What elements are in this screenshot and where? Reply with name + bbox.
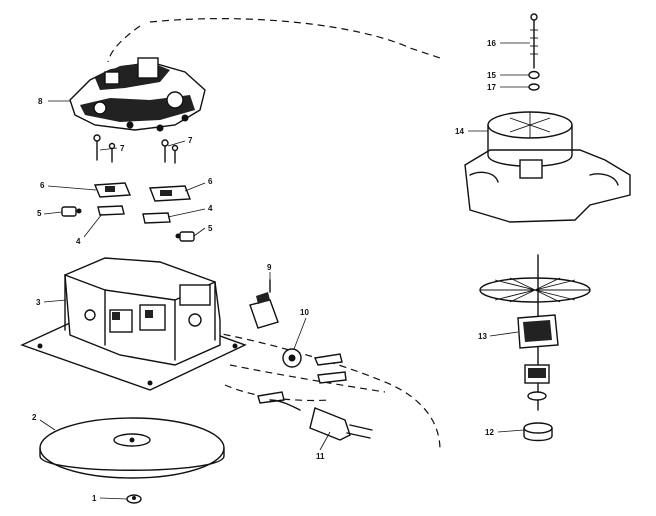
cord-dash-line	[199, 329, 441, 451]
callout-11: 11	[316, 452, 325, 461]
part-5-clip-left	[61, 206, 82, 217]
callout-4a: 4	[76, 237, 81, 246]
callout-9: 9	[267, 263, 272, 272]
callout-7a: 7	[120, 144, 125, 153]
callout-12: 12	[485, 428, 494, 437]
assembly-dash-line	[149, 17, 441, 59]
part-7-screw-right	[161, 139, 179, 164]
part-14-motor-housing	[464, 111, 631, 223]
part-15-nut	[528, 70, 540, 80]
callout-6a: 6	[40, 181, 45, 190]
part-4-pad-right	[142, 212, 171, 224]
callout-14: 14	[455, 127, 464, 136]
part-11-plug	[269, 399, 373, 441]
callout-10: 10	[300, 308, 309, 317]
part-12-bearing	[523, 422, 553, 442]
callout-6b: 6	[208, 177, 213, 186]
part-8-gear-mechanism	[69, 57, 206, 132]
callout-4b: 4	[208, 204, 213, 213]
callout-2: 2	[32, 413, 37, 422]
part-2-disc	[39, 417, 225, 479]
callout-5a: 5	[37, 209, 42, 218]
part-4-pad-left	[97, 205, 125, 216]
callout-16: 16	[487, 39, 496, 48]
part-10-connector	[282, 348, 302, 368]
callout-labels: 1 2 3 4 4 5 5 6 6 7 7 8 9 10 11 12 13 14…	[32, 39, 496, 503]
callout-1: 1	[92, 494, 97, 503]
callout-3: 3	[36, 298, 41, 307]
callout-13: 13	[478, 332, 487, 341]
callout-15: 15	[487, 71, 496, 80]
part-13-armature-fan	[479, 254, 591, 411]
part-6-bracket-right	[149, 185, 191, 202]
assembly-dash-line-2	[107, 25, 141, 63]
part-6-bracket-left	[93, 182, 132, 198]
part-7-screw-left	[93, 134, 116, 163]
callout-5b: 5	[208, 224, 213, 233]
part-16-bolt	[530, 13, 538, 69]
callout-7b: 7	[188, 136, 193, 145]
part-9-switch	[249, 279, 279, 329]
leader-lines	[39, 42, 530, 500]
part-1-cap	[126, 494, 142, 504]
callout-17: 17	[487, 83, 496, 92]
callout-8: 8	[38, 97, 43, 106]
cord-dash-line-2	[229, 364, 386, 393]
part-3-base-housing	[20, 257, 247, 391]
part-5-clip-right	[175, 231, 195, 242]
part-17-washer	[528, 83, 540, 91]
